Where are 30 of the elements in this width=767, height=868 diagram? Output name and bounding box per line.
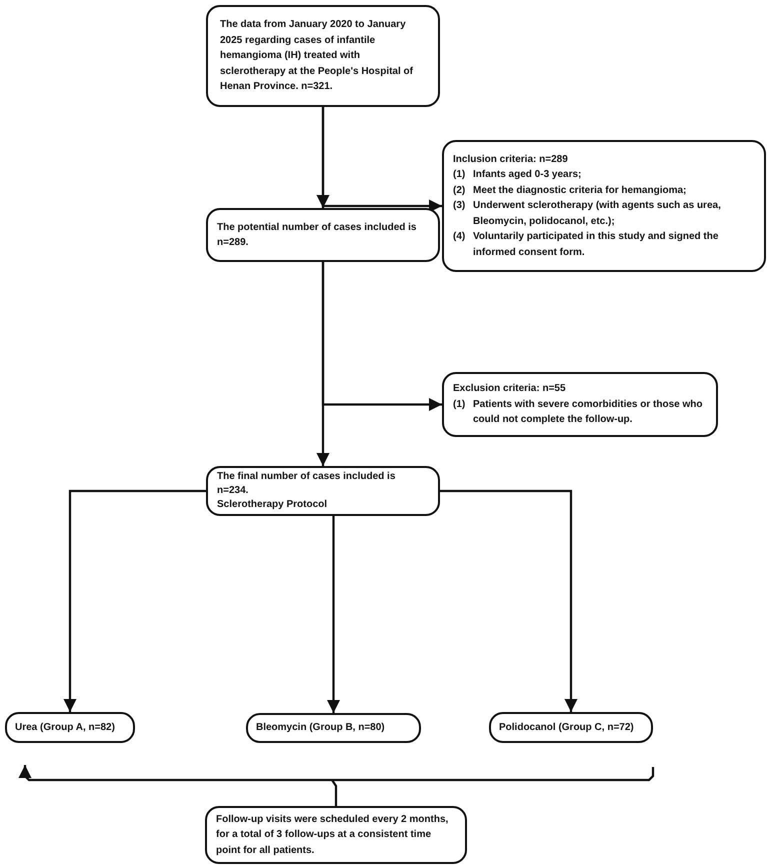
- criteria-item: (2) Meet the diagnostic criteria for hemangioma;: [453, 184, 688, 198]
- start-box: [206, 5, 440, 106]
- box-text: Urea (Group A, n=82): [15, 720, 116, 735]
- criteria-item: (1) Patients with severe comorbidities or those who could not complete the follow-up.: [453, 398, 704, 428]
- box-text: Follow-up visits were scheduled every 2 months, for a total of 3 follow-ups at a consistent time point for all patients.: [216, 812, 450, 858]
- criteria-item: (1) Infants aged 0-3 years;: [453, 168, 582, 182]
- group-box: [5, 712, 135, 743]
- box-text: Polidocanol (Group C, n=72): [499, 720, 635, 735]
- arrow: [322, 106, 442, 213]
- arrow: [18, 765, 654, 806]
- arrow: [322, 262, 442, 412]
- process-box: [206, 466, 440, 516]
- criteria-item: (4) Voluntarily participated in this study and signed the informed consent form.: [453, 230, 720, 260]
- criteria-box: [442, 372, 718, 437]
- group-box: [489, 712, 653, 743]
- criteria-item: (3) Underwent sclerotherapy (with agents such as urea, Bleomycin, polidocanol, etc.);: [453, 199, 722, 229]
- box-text: Bleomycin (Group B, n=80): [256, 721, 386, 736]
- box-text: The final number of cases included is n=234.: [217, 470, 396, 498]
- criteria-box: [442, 140, 766, 272]
- arrow: [440, 490, 578, 712]
- arrow: [63, 490, 206, 712]
- box-text: The data from January 2020 to January 2025 regarding cases of infantile hemangioma (IH) treated with sclerotherapy at the People's Hospital of Henan Province. n=321.: [220, 18, 414, 94]
- box-text: Inclusion criteria: n=289: [453, 152, 569, 167]
- box-text: The potential number of cases included is n=289.: [217, 220, 418, 250]
- process-box: [206, 208, 440, 262]
- box-text: Exclusion criteria: n=55: [453, 382, 567, 396]
- arrow: [326, 516, 340, 713]
- box-subtext: Sclerotherapy Protocol: [217, 498, 328, 512]
- note-box: [205, 806, 467, 864]
- group-box: [246, 713, 421, 743]
